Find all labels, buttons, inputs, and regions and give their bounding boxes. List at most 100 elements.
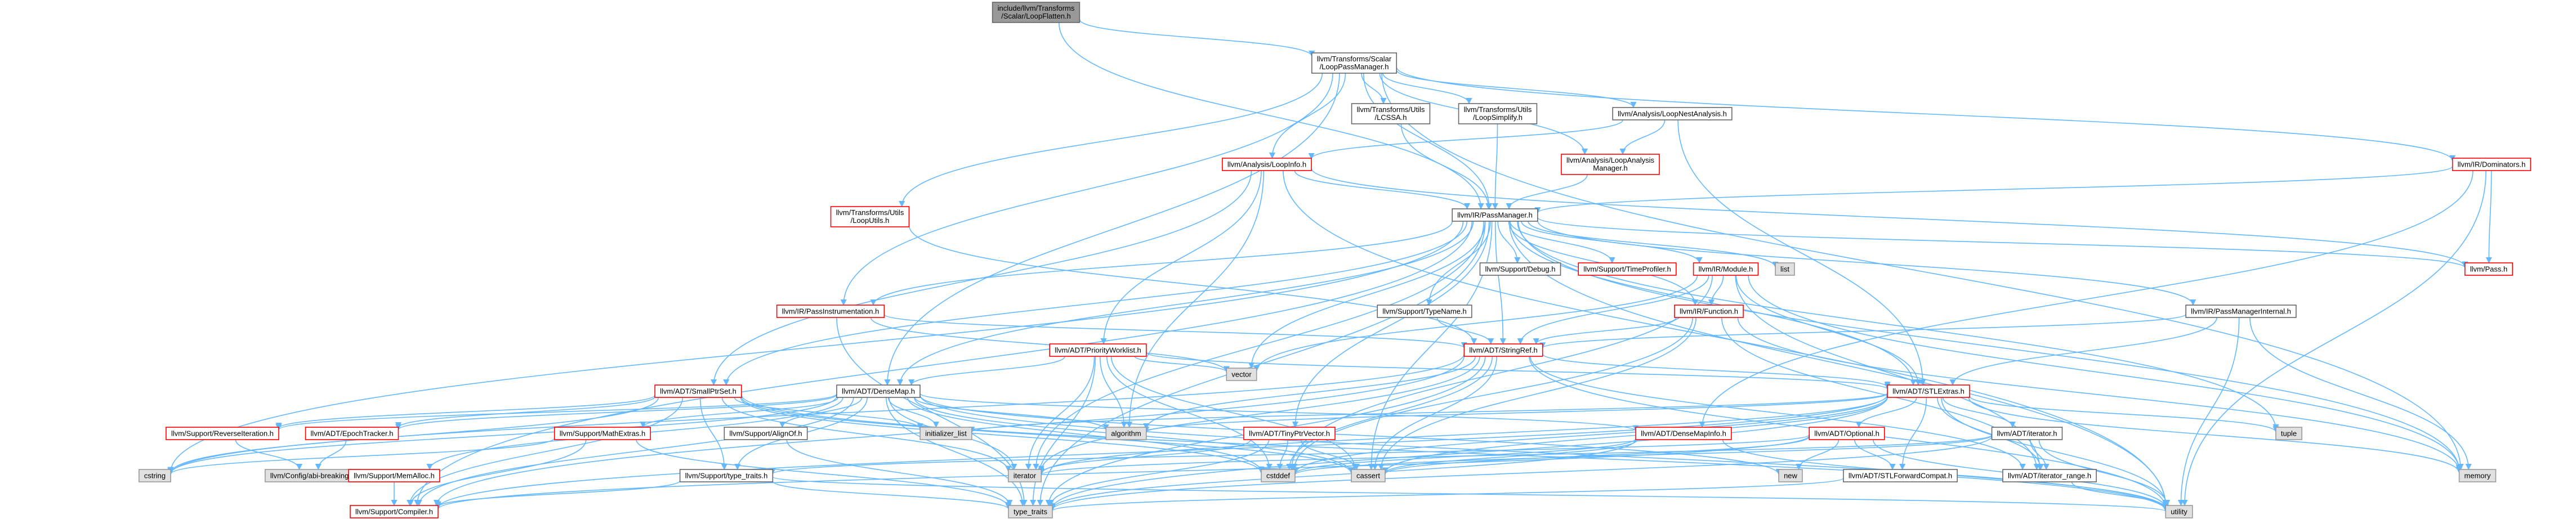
node-function[interactable]: llvm/IR/Function.h	[1674, 305, 1744, 318]
node-optional[interactable]: llvm/ADT/Optional.h	[1809, 427, 1885, 440]
node-priorityworklist[interactable]: llvm/ADT/PriorityWorklist.h	[1049, 343, 1147, 357]
node-memalloc[interactable]: llvm/Support/MemAlloc.h	[348, 469, 440, 482]
edge-adtiterator-to-iterrange	[2030, 439, 2050, 471]
edge-lpm-to-densemap	[884, 73, 1340, 386]
edge-densemapinfo-to-cassert	[1382, 439, 1638, 475]
node-alignof[interactable]: llvm/Support/AlignOf.h	[724, 427, 808, 440]
edge-optional-to-new	[1796, 439, 1840, 471]
node-epoch[interactable]: llvm/ADT/EpochTracker.h	[305, 427, 399, 440]
node-label: llvm/Support/Debug.h	[1485, 265, 1555, 274]
node-debug[interactable]: llvm/Support/Debug.h	[1479, 262, 1561, 276]
node-loopinfo[interactable]: llvm/Analysis/LoopInfo.h	[1222, 158, 1312, 171]
node-label: /LCSSA.h	[1374, 113, 1407, 122]
node-smallptrset[interactable]: llvm/ADT/SmallPtrSet.h	[654, 384, 742, 398]
edge-lpm-to-lna	[1396, 69, 1637, 109]
node-cstddef[interactable]: cstddef	[1261, 469, 1296, 482]
node-typetraits_sup[interactable]: llvm/Support/type_traits.h	[679, 469, 774, 482]
node-memory[interactable]: memory	[2458, 469, 2497, 482]
edge-epoch-to-configab	[315, 439, 347, 471]
edge-optional-to-stlfwd	[1854, 439, 1896, 471]
node-algorithm[interactable]: algorithm	[1105, 427, 1147, 440]
node-loopsimplify[interactable]: llvm/Transforms/Utils/LoopSimplify.h	[1458, 103, 1538, 124]
node-box	[1458, 103, 1538, 124]
node-list[interactable]: list	[1775, 262, 1795, 276]
node-revit[interactable]: llvm/Support/ReverseIteration.h	[166, 427, 279, 440]
node-box	[1693, 262, 1759, 276]
edge-loopsimplify-to-passmanager	[1492, 123, 1498, 210]
edge-stringref-to-cstddef	[1286, 356, 1493, 471]
node-compiler[interactable]: llvm/Support/Compiler.h	[350, 505, 439, 518]
node-lna[interactable]: llvm/Analysis/LoopNestAnalysis.h	[1612, 107, 1733, 120]
node-vector[interactable]: vector	[1226, 368, 1257, 381]
node-cassert[interactable]: cassert	[1351, 469, 1386, 482]
node-label: llvm/Support/Compiler.h	[355, 508, 433, 516]
edge-adtiterator-to-type_traits	[1049, 436, 1993, 511]
node-new[interactable]: new	[1778, 469, 1803, 482]
node-box	[1311, 52, 1398, 74]
edge-adtiterator-to-iterator	[1038, 434, 1993, 476]
node-stlextras[interactable]: llvm/ADT/STLExtras.h	[1887, 384, 1970, 398]
edge-passmanager-to-passinstr	[870, 221, 1453, 306]
node-label: llvm/ADT/STLForwardCompat.h	[1849, 472, 1952, 480]
node-tuple[interactable]: tuple	[2275, 427, 2302, 440]
node-passinstr[interactable]: llvm/IR/PassInstrumentation.h	[776, 305, 885, 318]
edge-typetraits_sup-to-compiler	[435, 480, 681, 508]
edge-passinstr-to-vector	[870, 317, 1230, 373]
node-box	[305, 427, 399, 440]
edge-pmi-to-stringref	[1539, 314, 2186, 349]
edge-pmi-to-stlextras	[1949, 317, 2217, 386]
node-adtiterator[interactable]: llvm/ADT/iterator.h	[1991, 427, 2063, 440]
edge-stringref-to-algorithm	[1143, 356, 1476, 430]
node-stlfwd[interactable]: llvm/ADT/STLForwardCompat.h	[1843, 469, 1958, 482]
edge-passmanager-to-timeprofiler	[1510, 221, 1615, 264]
edge-passmanager-to-iterator	[1033, 221, 1484, 471]
node-typename[interactable]: llvm/Support/TypeName.h	[1377, 305, 1472, 318]
node-passmanager[interactable]: llvm/IR/PassManager.h	[1452, 208, 1538, 222]
node-type_traits[interactable]: type_traits	[1008, 505, 1053, 518]
node-label: llvm/ADT/DenseMap.h	[842, 387, 915, 396]
edge-passmanager-to-smallptrset	[723, 221, 1468, 386]
node-label: include/llvm/Transforms	[998, 4, 1075, 12]
node-initlist[interactable]: initializer_list	[919, 427, 972, 440]
node-pmi[interactable]: llvm/IR/PassManagerInternal.h	[2185, 305, 2297, 318]
node-dominators[interactable]: llvm/IR/Dominators.h	[2452, 158, 2532, 171]
edge-looputils-to-stringref	[908, 225, 1477, 345]
node-iterrange[interactable]: llvm/ADT/iterator_range.h	[2002, 469, 2097, 482]
node-configab[interactable]: llvm/Config/abi-breaking.h	[265, 469, 360, 482]
node-cstring[interactable]: cstring	[139, 469, 171, 482]
node-iterator[interactable]: iterator	[1007, 469, 1042, 482]
node-densemapinfo[interactable]: llvm/ADT/DenseMapInfo.h	[1635, 427, 1732, 440]
node-timeprofiler[interactable]: llvm/Support/TimeProfiler.h	[1578, 262, 1677, 276]
edge-mathextras-to-compiler	[407, 439, 587, 507]
node-module[interactable]: llvm/IR/Module.h	[1693, 262, 1759, 276]
node-pass[interactable]: llvm/Pass.h	[2464, 262, 2514, 276]
node-tinyptr[interactable]: llvm/ADT/TinyPtrVector.h	[1243, 427, 1336, 440]
node-lcssa[interactable]: llvm/Transforms/Utils/LCSSA.h	[1351, 103, 1431, 124]
node-utility[interactable]: utility	[2165, 505, 2193, 518]
edge-function-to-iterrange	[1721, 317, 2040, 471]
edge-stlextras-to-algorithm	[1143, 393, 1888, 433]
edge-loopinfo-to-algorithm	[1126, 170, 1265, 428]
edge-passmanager-to-memory	[1517, 221, 2463, 472]
node-lpm[interactable]: llvm/Transforms/Scalar/LoopPassManager.h	[1311, 52, 1398, 74]
node-label: llvm/Support/AlignOf.h	[729, 429, 802, 438]
edge-lpm-to-passmanager	[1363, 73, 1493, 210]
edge-passmanager-to-pass	[1537, 217, 2468, 269]
node-densemap[interactable]: llvm/ADT/DenseMap.h	[836, 384, 921, 398]
node-looputils[interactable]: llvm/Transforms/Utils/LoopUtils.h	[830, 206, 910, 227]
node-mathextras[interactable]: llvm/Support/MathExtras.h	[553, 427, 651, 440]
node-box	[2458, 469, 2497, 482]
edge-root-to-passmanager	[1058, 22, 1484, 210]
node-box	[1843, 469, 1958, 482]
edge-function-to-stringref	[1533, 317, 1677, 345]
node-box	[1809, 427, 1885, 440]
edge-dominators-to-utility	[2181, 170, 2486, 507]
node-label: llvm/ADT/SmallPtrSet.h	[660, 387, 736, 396]
node-label: llvm/ADT/iterator.h	[1997, 429, 2057, 438]
edge-lna-to-loopinfo	[1308, 119, 1623, 160]
node-label: llvm/Pass.h	[2470, 265, 2507, 274]
node-stringref[interactable]: llvm/ADT/StringRef.h	[1463, 343, 1543, 357]
node-root[interactable]: include/llvm/Transforms/Scalar/LoopFlatt…	[992, 2, 1081, 23]
edge-densemap-to-densemapinfo	[919, 393, 1639, 432]
